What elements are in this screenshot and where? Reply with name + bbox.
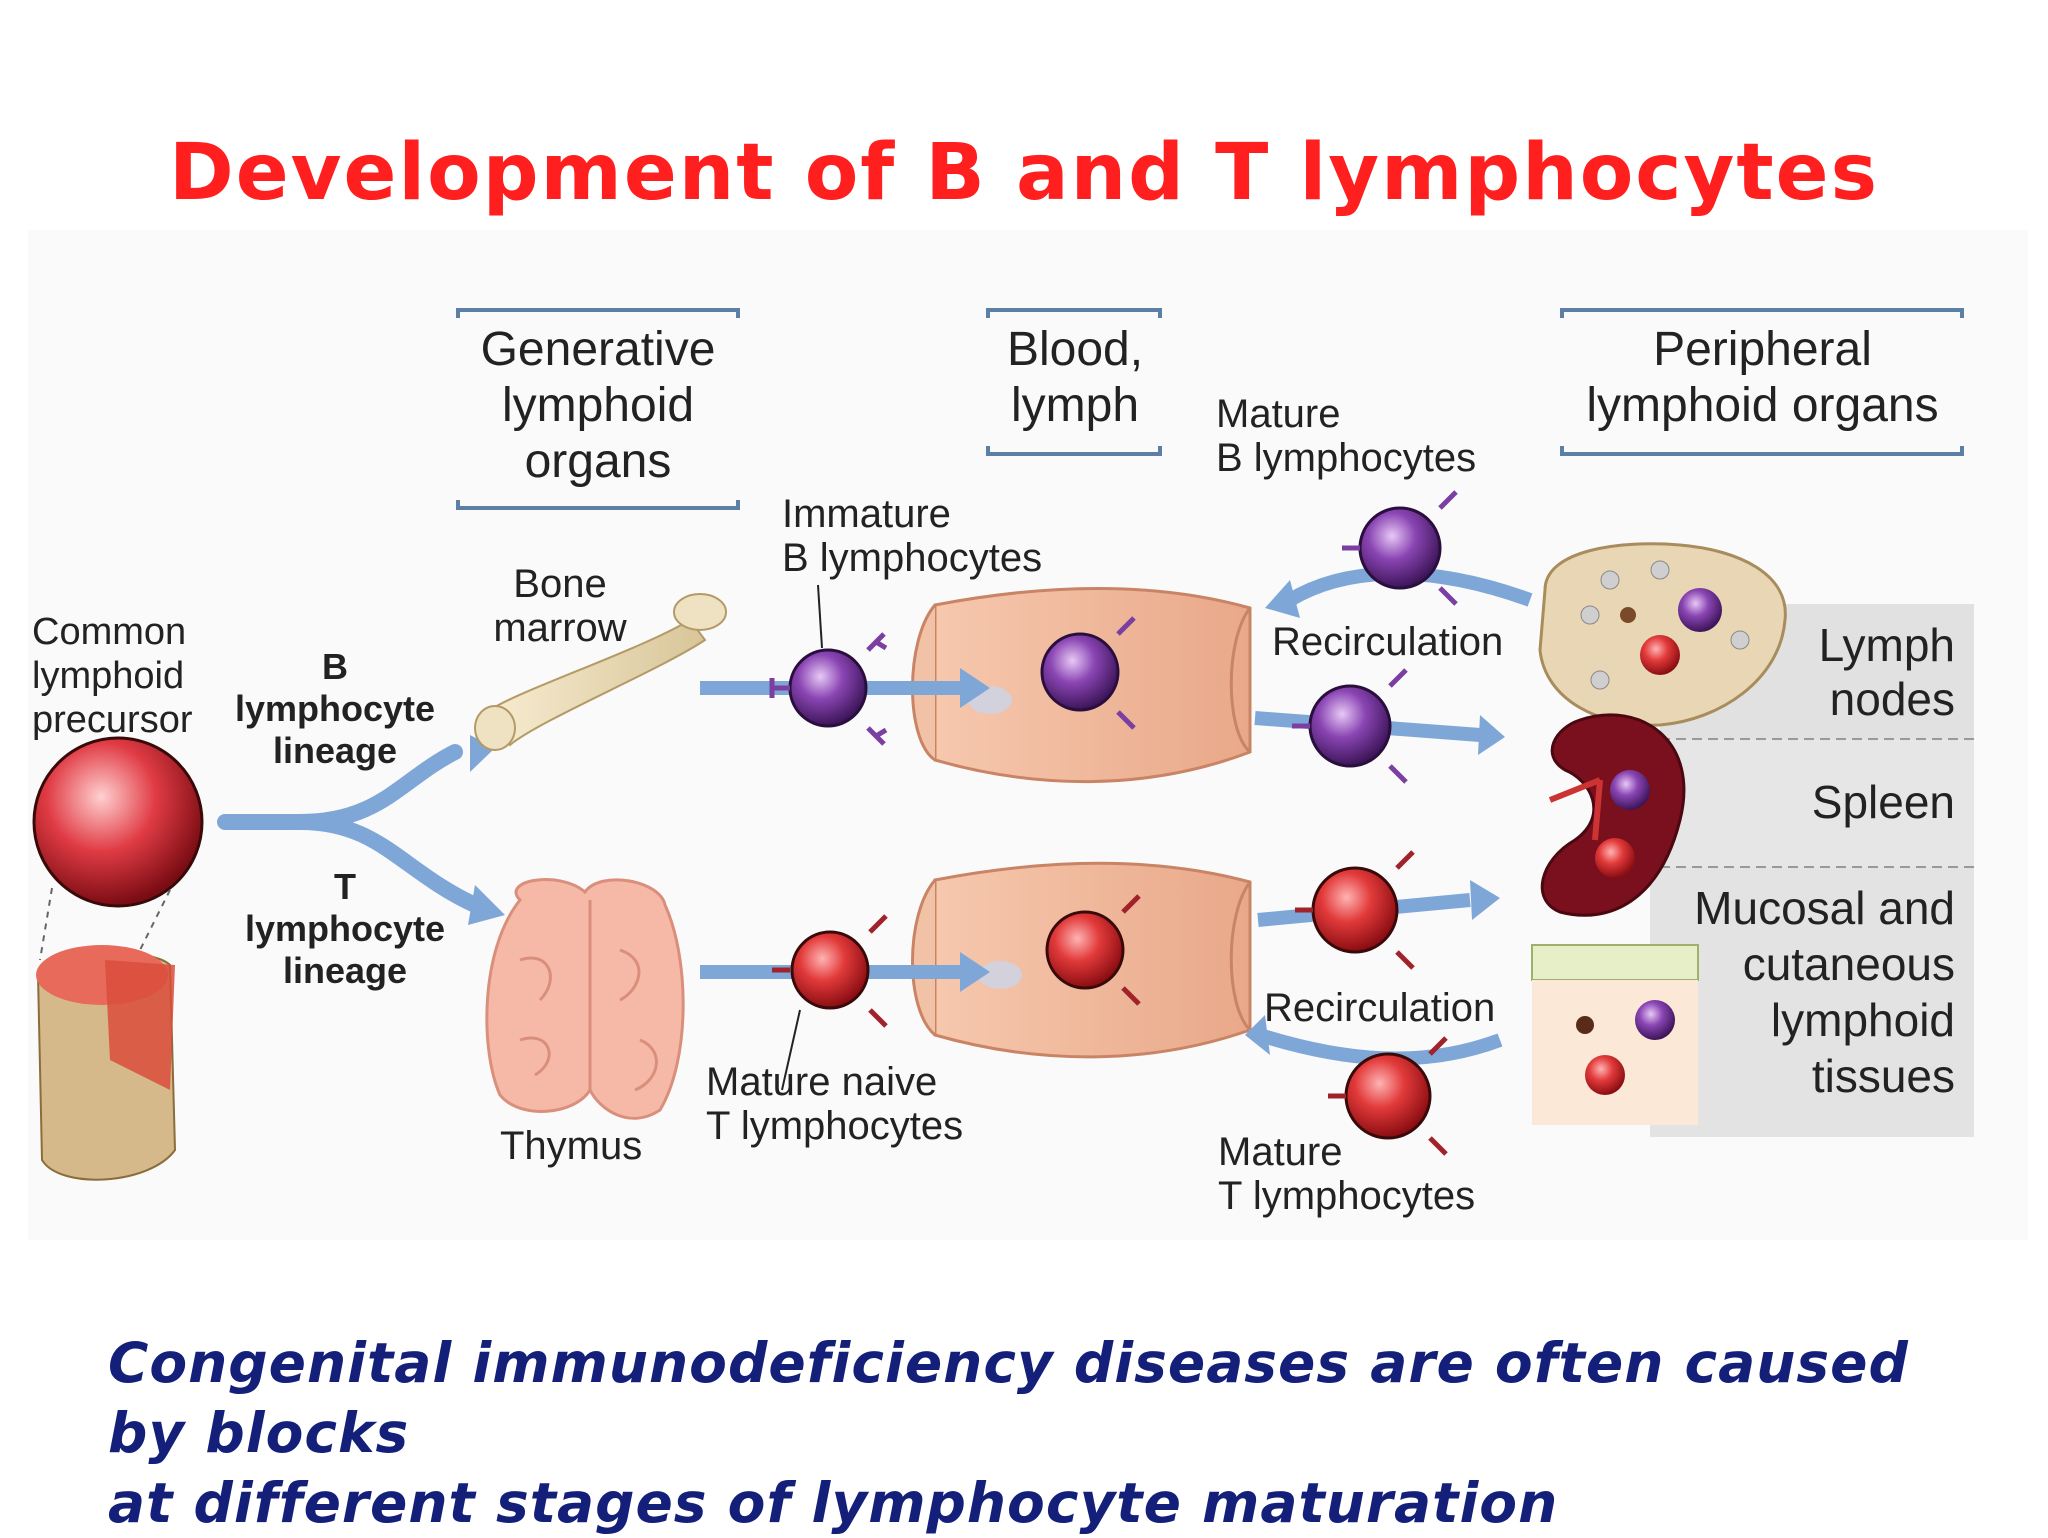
label-line: T lymphocytes <box>1218 1174 1476 1218</box>
label-line: lymphocyte <box>234 688 436 729</box>
recirculation-bottom-label: Recirculation <box>1264 986 1496 1030</box>
caption: Congenital immunodeficiency diseases are… <box>108 1328 1968 1538</box>
label-line: B lymphocytes <box>782 536 1043 580</box>
mature-naive-t-label: Mature naive T lymphocytes <box>706 1060 963 1148</box>
mature-naive-t-cell <box>772 914 888 1028</box>
label-line: T lymphocytes <box>706 1104 964 1148</box>
peripheral-box-mucosal <box>1650 867 1974 1137</box>
spleen-icon <box>1540 713 1686 917</box>
label-line: lymphoid <box>1770 994 1955 1046</box>
bone-marrow-label: Bone marrow <box>480 562 640 650</box>
mature-b-cell-top <box>1342 490 1458 606</box>
bone-marrow-icon <box>474 593 727 751</box>
label-line: Lymph <box>1818 619 1955 671</box>
immature-b-label: Immature B lymphocytes <box>782 492 1042 580</box>
mature-t-label: Mature T lymphocytes <box>1218 1130 1475 1218</box>
blood-header-line: lymph <box>1010 379 1140 432</box>
thymus-icon <box>485 878 685 1120</box>
blood-header: Blood, lymph <box>980 322 1170 434</box>
peripheral-header: Peripheral lymphoid organs <box>1555 322 1970 434</box>
mucosal-label: Mucosal and cutaneous lymphoid tissues <box>1640 880 1955 1104</box>
t-lineage-label: T lymphocyte lineage <box>230 866 460 992</box>
peripheral-header-line: Peripheral <box>1653 323 1872 376</box>
label-line: B <box>322 646 348 687</box>
label-line: lymphocyte <box>244 908 446 949</box>
label-line: Mature <box>1216 392 1341 436</box>
immature-b-cell <box>769 632 888 746</box>
label-line: lineage <box>272 730 398 771</box>
label-line: B lymphocytes <box>1216 436 1477 480</box>
page-title: Development of B and T lymphocytes <box>169 128 1879 218</box>
label-line: nodes <box>1829 673 1955 725</box>
mature-b-cell-mid <box>1292 668 1408 784</box>
t-cell-in-vessel <box>1045 894 1141 1006</box>
generative-header-line: lymphoid <box>501 379 695 432</box>
b-cell-in-vessel <box>1040 616 1136 730</box>
b-lineage-label: B lymphocyte lineage <box>220 646 450 772</box>
label-line: Mature <box>1218 1130 1343 1174</box>
label-line: tissues <box>1811 1050 1955 1102</box>
caption-line: at different stages of lymphocyte matura… <box>108 1471 1559 1535</box>
label-line: marrow <box>493 606 627 650</box>
common-precursor-cell <box>32 736 204 908</box>
label-line: T <box>334 866 356 907</box>
peripheral-header-line: lymphoid organs <box>1586 379 1939 432</box>
generative-header-line: Generative <box>480 323 716 376</box>
recirculation-top-label: Recirculation <box>1272 620 1504 664</box>
label-line: Immature <box>782 492 951 536</box>
peripheral-box-spleen <box>1660 739 1974 867</box>
bone-section-icon <box>36 945 177 1181</box>
label-line: Common <box>32 611 187 653</box>
lymph-nodes-label: Lymph nodes <box>1700 618 1955 726</box>
generative-header-line: organs <box>524 435 672 488</box>
mature-t-cell-mid <box>1295 850 1415 970</box>
label-line: lymphoid <box>32 655 185 697</box>
mucosal-tissue-icon <box>1531 944 1699 1125</box>
label-line: Mucosal and <box>1694 882 1955 934</box>
lymph-node-icon <box>1538 542 1787 727</box>
label-line: precursor <box>32 699 193 741</box>
generative-header: Generative lymphoid organs <box>458 322 738 490</box>
common-precursor-label: Common lymphoid precursor <box>32 610 193 742</box>
mature-b-label: Mature B lymphocytes <box>1216 392 1476 480</box>
caption-line: Congenital immunodeficiency diseases are… <box>108 1331 1909 1465</box>
label-line: Bone <box>513 562 607 606</box>
header-brackets <box>456 308 1964 510</box>
mature-t-cell-bottom <box>1328 1036 1448 1156</box>
blood-header-line: Blood, <box>1006 323 1144 376</box>
label-line: Mature naive <box>706 1060 938 1104</box>
label-line: cutaneous <box>1742 938 1955 990</box>
thymus-label: Thymus <box>500 1124 643 1168</box>
lineage-arrows <box>217 744 483 913</box>
label-line: lineage <box>282 950 408 991</box>
spleen-label: Spleen <box>1811 776 1955 828</box>
